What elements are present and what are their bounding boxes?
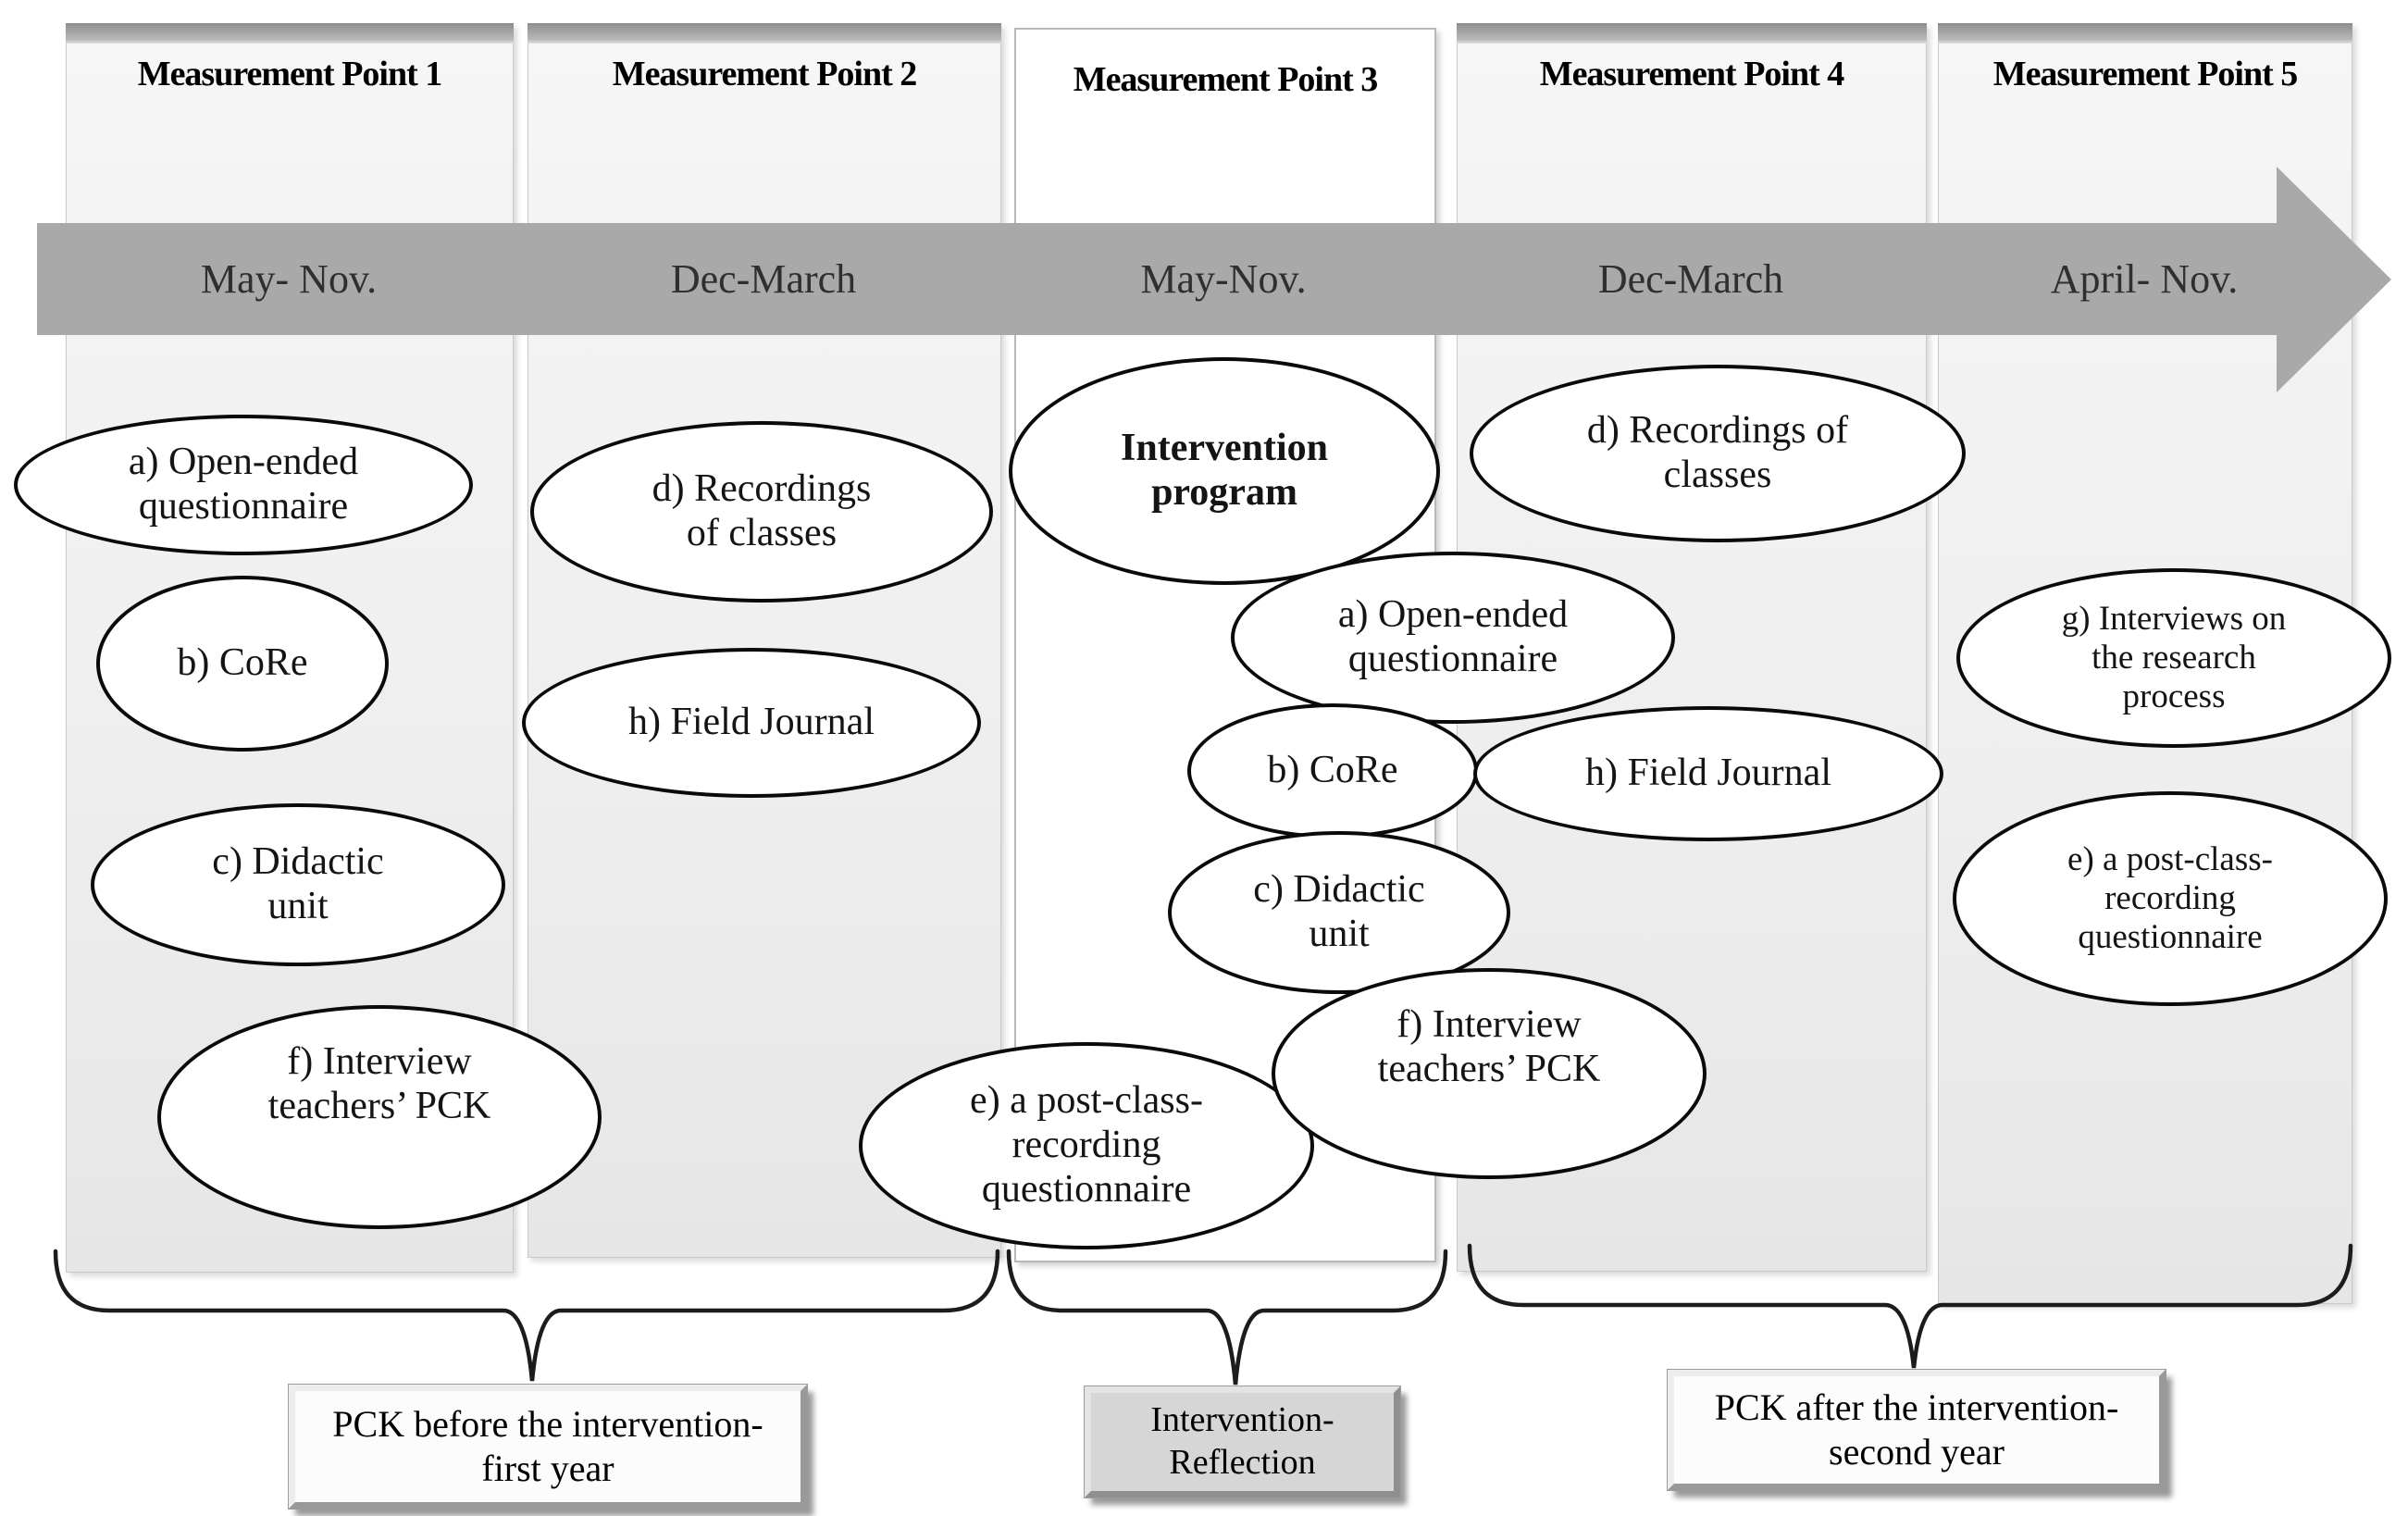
ellipse-mp2-post-class-recording-questionnaire: e) a post-class- recording questionnaire <box>859 1042 1314 1249</box>
column-title-5: Measurement Point 5 <box>1992 55 2299 93</box>
ellipse-mp3-core: b) CoRe <box>1187 703 1478 839</box>
column-title-2: Measurement Point 2 <box>612 55 918 93</box>
period-label-3: May-Nov. <box>1140 256 1307 302</box>
ellipse-mp5-post-class-recording-questionnaire: e) a post-class- recording questionnaire <box>1953 791 2388 1006</box>
column-title-3: Measurement Point 3 <box>1073 60 1379 99</box>
period-label-2: Dec-March <box>670 256 857 302</box>
column-title-1: Measurement Point 1 <box>137 55 443 93</box>
period-label-5: April- Nov. <box>2050 256 2239 302</box>
ellipse-mp4-field-journal: h) Field Journal <box>1473 706 1943 841</box>
phase-brace-reflection <box>1006 1249 1448 1386</box>
column-title-4: Measurement Point 4 <box>1539 55 1845 93</box>
ellipse-mp1-open-ended-questionnaire: a) Open-ended questionnaire <box>14 415 473 555</box>
ellipse-mp2-recordings-of-classes: d) Recordings of classes <box>530 421 993 603</box>
phase-box-after-intervention: PCK after the intervention- second year <box>1667 1369 2166 1491</box>
phase-box-before-intervention: PCK before the intervention- first year <box>288 1384 808 1510</box>
ellipse-mp4-recordings-of-classes: d) Recordings of classes <box>1470 365 1966 542</box>
period-label-1: May- Nov. <box>200 256 378 302</box>
ellipse-mp3-open-ended-questionnaire: a) Open-ended questionnaire <box>1231 552 1675 724</box>
column-cap <box>528 23 1001 43</box>
column-cap <box>66 23 514 43</box>
ellipse-mp1-interview-teachers-pck: f) Interview teachers’ PCK <box>157 1005 602 1229</box>
column-cap <box>1938 23 2352 43</box>
ellipse-mp3-intervention-program: Intervention program <box>1009 357 1440 585</box>
phase-box-intervention-reflection: Intervention- Reflection <box>1084 1386 1401 1498</box>
ellipse-mp1-core: b) CoRe <box>96 576 389 752</box>
ellipse-mp1-didactic-unit: c) Didactic unit <box>91 803 505 966</box>
ellipse-mp3-didactic-unit: c) Didactic unit <box>1168 831 1510 994</box>
period-label-4: Dec-March <box>1597 256 1784 302</box>
timeline-arrow <box>37 223 2280 335</box>
ellipse-mp5-interviews-research-process: g) Interviews on the research process <box>1956 568 2391 748</box>
timeline-arrow-head-icon <box>2277 167 2391 392</box>
column-cap <box>1457 23 1927 43</box>
ellipse-mp2-field-journal: h) Field Journal <box>522 648 981 798</box>
ellipse-mp3-interview-teachers-pck: f) Interview teachers’ PCK <box>1272 968 1707 1179</box>
